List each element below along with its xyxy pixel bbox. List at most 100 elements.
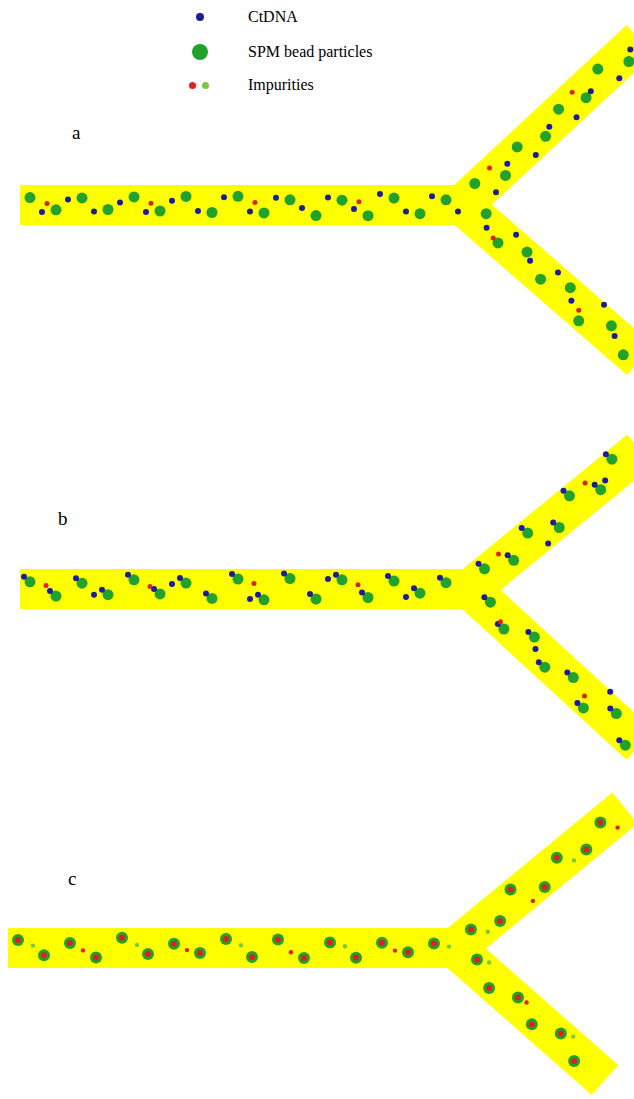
particle bbox=[195, 208, 201, 214]
particle bbox=[91, 592, 97, 598]
particle bbox=[356, 582, 361, 587]
particle bbox=[117, 199, 123, 205]
particle bbox=[601, 302, 607, 308]
particle bbox=[233, 191, 244, 202]
particle bbox=[155, 206, 166, 217]
particle bbox=[627, 47, 633, 53]
particle bbox=[526, 1018, 538, 1030]
particle bbox=[594, 817, 606, 829]
particle bbox=[592, 482, 598, 488]
particle bbox=[301, 955, 307, 961]
particle bbox=[546, 124, 552, 130]
particle bbox=[533, 152, 539, 158]
channel-a-lower bbox=[20, 205, 634, 360]
particle bbox=[616, 75, 622, 81]
channel-c-lower bbox=[8, 948, 605, 1080]
legend-swatch bbox=[192, 44, 208, 60]
particle bbox=[474, 956, 480, 962]
particle bbox=[343, 944, 347, 948]
particle bbox=[259, 207, 270, 218]
particle bbox=[565, 282, 576, 293]
particle bbox=[359, 590, 365, 596]
particle bbox=[298, 952, 310, 964]
particle bbox=[25, 192, 36, 203]
particle bbox=[525, 629, 531, 635]
legend-swatch bbox=[202, 82, 209, 89]
legend-swatch bbox=[189, 82, 196, 89]
particle bbox=[615, 825, 619, 829]
particle bbox=[519, 525, 525, 531]
particle bbox=[273, 195, 279, 201]
particle bbox=[67, 940, 73, 946]
particle bbox=[353, 955, 359, 961]
particle bbox=[207, 207, 218, 218]
particle bbox=[51, 204, 62, 215]
particle bbox=[481, 594, 487, 600]
particle bbox=[602, 478, 608, 484]
particle bbox=[545, 541, 551, 547]
particle bbox=[483, 982, 495, 994]
particle bbox=[99, 587, 105, 593]
particle bbox=[555, 1028, 567, 1040]
particle bbox=[576, 308, 581, 313]
particle bbox=[142, 948, 154, 960]
particle bbox=[253, 200, 258, 205]
particle bbox=[64, 937, 76, 949]
particle bbox=[41, 952, 47, 958]
particle bbox=[471, 953, 483, 965]
particle bbox=[169, 581, 175, 587]
particle bbox=[405, 949, 411, 955]
particle bbox=[571, 1034, 575, 1038]
particle bbox=[486, 985, 492, 991]
panel-letter: c bbox=[68, 868, 76, 890]
particle bbox=[607, 706, 613, 712]
particle bbox=[484, 225, 490, 231]
particle bbox=[529, 1021, 535, 1027]
particle bbox=[540, 131, 551, 142]
particle bbox=[402, 946, 414, 958]
particle bbox=[555, 270, 561, 276]
particle bbox=[285, 194, 296, 205]
particle bbox=[77, 192, 88, 203]
particle bbox=[229, 571, 235, 577]
particle bbox=[45, 201, 50, 206]
legend-row: Impurities bbox=[190, 75, 410, 95]
particle bbox=[574, 114, 580, 120]
particle bbox=[568, 1055, 580, 1067]
particle bbox=[239, 943, 243, 947]
particle bbox=[415, 208, 426, 219]
particle bbox=[539, 881, 551, 893]
particle bbox=[247, 209, 253, 215]
particle bbox=[12, 934, 24, 946]
particle bbox=[135, 943, 139, 947]
particle bbox=[616, 737, 622, 743]
particle bbox=[93, 955, 99, 961]
legend-row: CtDNA bbox=[190, 7, 410, 27]
channel-b-upper bbox=[20, 450, 634, 589]
particle bbox=[363, 210, 374, 221]
particle bbox=[272, 933, 284, 945]
particle bbox=[311, 210, 322, 221]
particle bbox=[325, 194, 331, 200]
particle bbox=[143, 209, 149, 215]
particle bbox=[553, 104, 564, 115]
particle bbox=[327, 939, 333, 945]
particle bbox=[249, 954, 255, 960]
particle bbox=[603, 451, 609, 457]
particle bbox=[337, 195, 348, 206]
particle bbox=[411, 585, 417, 591]
particle bbox=[168, 938, 180, 950]
legend-text: Impurities bbox=[248, 75, 314, 95]
particle bbox=[571, 1058, 577, 1064]
particle bbox=[554, 855, 560, 861]
particle bbox=[357, 199, 362, 204]
particle bbox=[513, 232, 519, 238]
particle bbox=[431, 940, 437, 946]
particle bbox=[223, 936, 229, 942]
particle bbox=[403, 208, 409, 214]
particle bbox=[379, 940, 385, 946]
particle bbox=[81, 948, 85, 952]
panel-letter: b bbox=[58, 508, 68, 530]
particle bbox=[39, 209, 45, 215]
